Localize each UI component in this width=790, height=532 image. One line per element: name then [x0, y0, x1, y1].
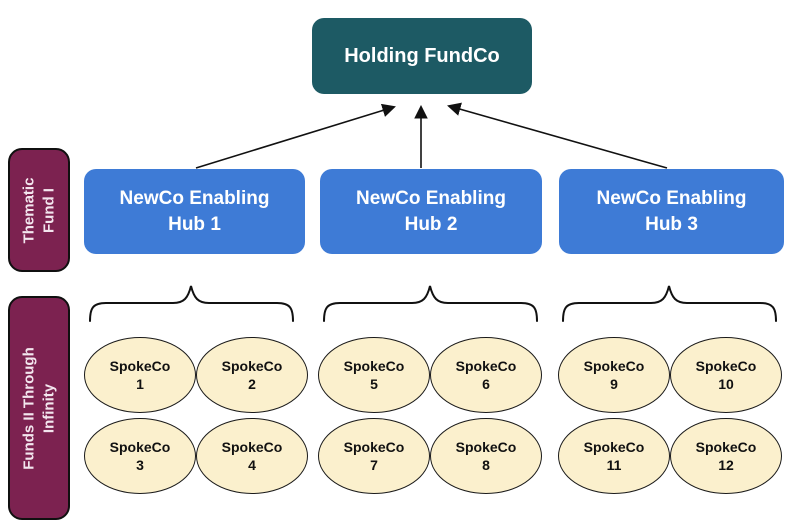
brace-group-2	[323, 285, 538, 322]
brace-group-3	[562, 285, 777, 322]
holding-fundco-box: Holding FundCo	[312, 18, 532, 94]
newco-enabling-hub-3-box: NewCo Enabling Hub 3	[559, 169, 784, 254]
side-label-funds-2-through-infinity-text: Funds II Through Infinity	[20, 346, 58, 470]
side-label-thematic-fund-1: Thematic Fund I	[8, 148, 70, 272]
holding-fundco-label: Holding FundCo	[344, 44, 500, 67]
side-label-funds-2-through-infinity: Funds II Through Infinity	[8, 296, 70, 520]
arrow-hub1-to-holding	[195, 103, 396, 169]
arrow-hub3-to-holding	[447, 102, 668, 169]
newco-enabling-hub-1-box: NewCo Enabling Hub 1	[84, 169, 305, 254]
newco-enabling-hub-2-box: NewCo Enabling Hub 2	[320, 169, 542, 254]
brace-group-1	[89, 285, 294, 322]
side-label-thematic-fund-1-text: Thematic Fund I	[20, 177, 58, 243]
